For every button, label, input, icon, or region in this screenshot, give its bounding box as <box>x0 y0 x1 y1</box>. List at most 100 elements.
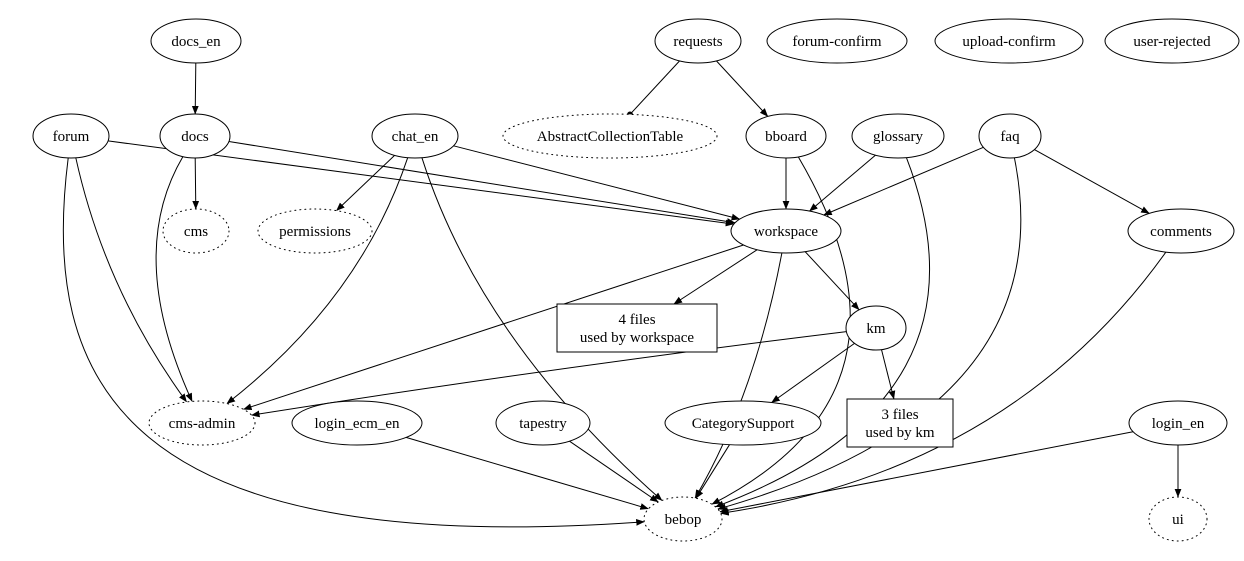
node-ellipse <box>978 113 1042 159</box>
node-ellipse <box>654 18 742 64</box>
node-workspace: workspace <box>730 208 842 254</box>
nodes-layer: docs_en requests forum-confirm upload-confi… <box>32 18 1240 542</box>
node-label: docs_en <box>171 34 221 50</box>
node-label: chat_en <box>392 129 439 145</box>
edge-chat_en-to-workspace <box>453 145 741 221</box>
node-ellipse <box>664 400 822 446</box>
node-ellipse <box>1128 400 1228 446</box>
edge-workspace-to-bebop <box>694 252 783 499</box>
edge-comments-to-bebop <box>720 251 1167 516</box>
node-ellipse <box>502 113 718 159</box>
node-label: workspace <box>754 224 818 240</box>
edge-chat_en-to-cms-admin <box>226 157 409 404</box>
node-label: ui <box>1172 512 1184 528</box>
edge-workspace-to-cms-admin <box>243 244 744 411</box>
edge-tapestry-to-bebop <box>569 440 659 503</box>
node-login_en: login_en <box>1128 400 1228 446</box>
node-label: comments <box>1150 224 1212 240</box>
node-CategorySupport: CategorySupport <box>664 400 822 446</box>
edge-workspace-to-km <box>804 251 860 311</box>
edge-faq-to-workspace <box>823 146 984 216</box>
node-ellipse <box>32 113 110 159</box>
edge-docs-to-cms <box>192 157 200 210</box>
node-label: km <box>866 321 886 337</box>
node-label: tapestry <box>519 416 567 432</box>
node-ui: ui <box>1148 496 1208 542</box>
edges-layer <box>62 60 1182 528</box>
node-ellipse <box>766 18 908 64</box>
node-label: CategorySupport <box>692 416 795 432</box>
edge-requests-to-AbstractCollectionTable <box>627 60 680 118</box>
node-ellipse <box>1127 208 1235 254</box>
node-faq: faq <box>978 113 1042 159</box>
node-cms: cms <box>162 208 230 254</box>
node-label: login_ecm_en <box>315 416 400 432</box>
node-ellipse <box>1148 496 1208 542</box>
node-forum-confirm: forum-confirm <box>766 18 908 64</box>
node-ellipse <box>934 18 1084 64</box>
edge-docs-to-workspace <box>228 141 736 225</box>
node-label: requests <box>673 34 722 50</box>
node-ellipse <box>159 113 231 159</box>
node-label: docs <box>181 129 209 145</box>
node-ellipse <box>162 208 230 254</box>
node-label: user-rejected <box>1133 34 1211 50</box>
node-label: cms-admin <box>169 416 236 432</box>
node-label: bboard <box>765 129 807 145</box>
node-login_ecm_en: login_ecm_en <box>291 400 423 446</box>
node-label: forum <box>53 129 90 145</box>
node-ellipse <box>495 400 591 446</box>
file-box-shape <box>556 303 718 353</box>
edge-chat_en-to-bebop <box>421 157 663 501</box>
file-box-shape <box>846 398 954 448</box>
edge-workspace-to-files-workspace <box>673 249 758 305</box>
node-label: cms <box>184 224 208 240</box>
edge-docs-to-cms-admin <box>155 156 193 402</box>
node-ellipse <box>643 496 723 542</box>
node-bboard: bboard <box>745 113 827 159</box>
node-glossary: glossary <box>851 113 945 159</box>
node-label: faq <box>1000 129 1020 145</box>
node-label: permissions <box>279 224 351 240</box>
edge-forum-to-cms-admin <box>75 157 188 403</box>
node-ellipse <box>851 113 945 159</box>
node-ellipse <box>730 208 842 254</box>
node-chat_en: chat_en <box>371 113 459 159</box>
node-ellipse <box>148 400 256 446</box>
node-forum: forum <box>32 113 110 159</box>
edge-km-to-CategorySupport <box>771 342 855 403</box>
node-AbstractCollectionTable: AbstractCollectionTable <box>502 113 718 159</box>
node-docs: docs <box>159 113 231 159</box>
edge-chat_en-to-permissions <box>336 155 395 211</box>
node-ellipse <box>257 208 373 254</box>
node-requests: requests <box>654 18 742 64</box>
edge-glossary-to-bebop <box>715 157 931 508</box>
edge-km-to-files-km <box>881 349 896 400</box>
node-label: forum-confirm <box>792 34 881 50</box>
node-bebop: bebop <box>643 496 723 542</box>
node-label: glossary <box>873 129 923 145</box>
edge-docs_en-to-docs <box>191 62 199 115</box>
node-upload-confirm: upload-confirm <box>934 18 1084 64</box>
edge-login_ecm_en-to-bebop <box>405 436 649 510</box>
node-ellipse <box>371 113 459 159</box>
edge-faq-to-bebop <box>717 157 1022 511</box>
node-ellipse <box>150 18 242 64</box>
node-ellipse <box>745 113 827 159</box>
node-label: bebop <box>665 512 702 528</box>
edge-faq-to-comments <box>1034 149 1150 214</box>
node-ellipse <box>291 400 423 446</box>
node-label: AbstractCollectionTable <box>537 129 684 145</box>
edge-CategorySupport-to-bebop <box>695 444 730 499</box>
edge-glossary-to-workspace <box>809 154 876 212</box>
edge-login_en-to-bebop <box>719 431 1134 514</box>
node-docs_en: docs_en <box>150 18 242 64</box>
node-km: km <box>845 305 907 351</box>
node-label: upload-confirm <box>962 34 1056 50</box>
node-ellipse <box>1104 18 1240 64</box>
